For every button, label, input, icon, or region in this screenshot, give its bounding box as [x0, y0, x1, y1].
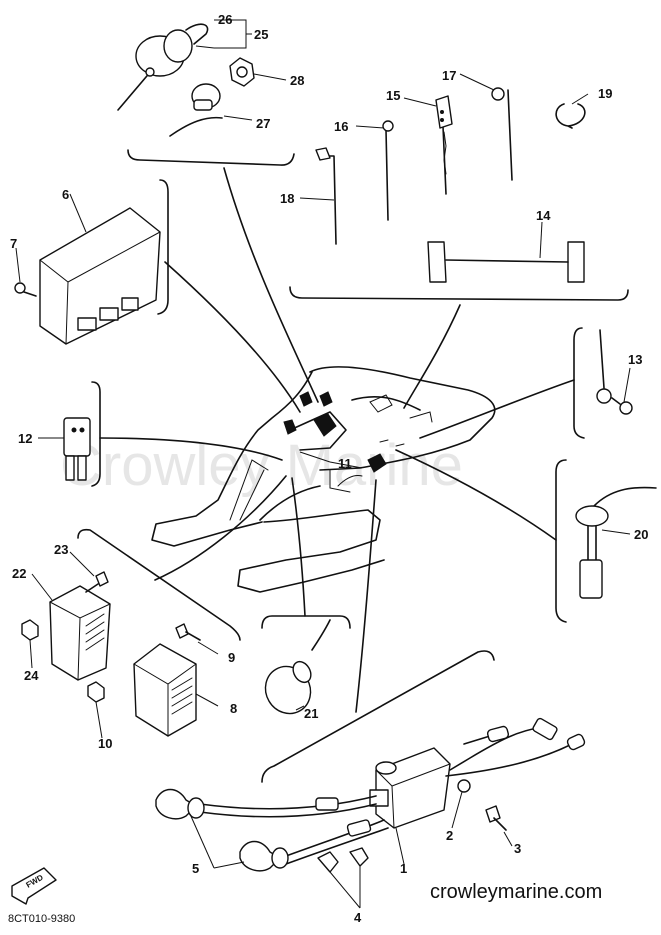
- callout-23: 23: [54, 542, 68, 557]
- part-ignition-coil: [369, 717, 586, 829]
- part-plug-caps: [155, 788, 389, 872]
- part-nut-10: [87, 681, 105, 703]
- callout-20: 20: [634, 527, 648, 542]
- callout-25: 25: [254, 27, 268, 42]
- callout-13: 13: [628, 352, 642, 367]
- callout-15: 15: [386, 88, 400, 103]
- callout-14: 14: [536, 208, 551, 223]
- part-sensor-20: [575, 486, 657, 599]
- callout-6: 6: [62, 187, 69, 202]
- callout-numbers: 26 25 28 27 17 19 15 16 18 14 6 7 13 12 …: [10, 12, 648, 925]
- callout-4: 4: [354, 910, 362, 925]
- harness-routing-lines: [99, 167, 575, 713]
- callout-9: 9: [228, 650, 235, 665]
- part-ground-lead: [596, 329, 633, 415]
- callout-26: 26: [218, 12, 232, 27]
- part-clamps: [315, 87, 586, 283]
- part-bolt-9: [175, 623, 201, 641]
- part-bolt-23: [85, 571, 109, 593]
- callout-5: 5: [192, 861, 199, 876]
- part-screw-7: [14, 282, 37, 297]
- leader-lines: [15, 19, 631, 909]
- part-cdi-unit: [39, 207, 161, 345]
- callout-18: 18: [280, 191, 294, 206]
- callout-27: 27: [256, 116, 270, 131]
- callout-8: 8: [230, 701, 237, 716]
- callout-22: 22: [12, 566, 26, 581]
- part-connector-12: [63, 417, 91, 481]
- callout-11: 11: [338, 456, 352, 471]
- callout-17: 17: [442, 68, 456, 83]
- callout-12: 12: [18, 431, 32, 446]
- callout-19: 19: [598, 86, 612, 101]
- part-nut-24: [21, 619, 39, 641]
- callout-16: 16: [334, 119, 348, 134]
- part-clips: [317, 847, 369, 873]
- callout-3: 3: [514, 841, 521, 856]
- harness-body: [151, 366, 496, 593]
- callout-2: 2: [446, 828, 453, 843]
- drawing-code: 8CT010-9380: [8, 913, 75, 925]
- fwd-arrow: FWD: [11, 867, 57, 905]
- part-main-switch: [117, 23, 209, 111]
- callout-10: 10: [98, 736, 112, 751]
- callout-1: 1: [400, 861, 407, 876]
- part-capacitor-21: [264, 619, 331, 715]
- part-nut: [229, 57, 255, 87]
- callout-24: 24: [24, 668, 39, 683]
- part-regulator-8: [133, 643, 197, 737]
- part-stop-switch: [169, 83, 223, 137]
- callout-7: 7: [10, 236, 17, 251]
- callout-28: 28: [290, 73, 304, 88]
- part-rectifier-22: [49, 585, 111, 681]
- footer-url: crowleymarine.com: [430, 881, 602, 903]
- callout-21: 21: [304, 706, 318, 721]
- part-bolt-3: [485, 805, 507, 831]
